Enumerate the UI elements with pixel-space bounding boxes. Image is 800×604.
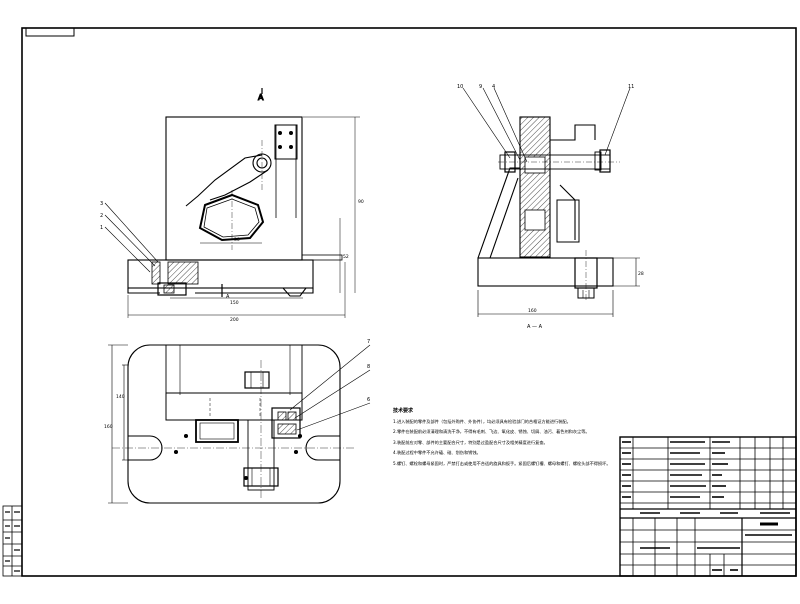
callout-3: 3 <box>100 201 103 207</box>
front-callouts <box>104 202 159 273</box>
margin-stamp-block <box>2 505 23 577</box>
front-dim-4: 90 <box>358 199 364 205</box>
side-dim-2: 28 <box>638 271 644 277</box>
side-dim-1: 160 <box>528 308 537 314</box>
notes-title: 技术要求 <box>393 408 414 414</box>
callout-4: 4 <box>492 84 495 90</box>
callout-2: 2 <box>100 213 103 219</box>
technical-requirements: 技术要求 1.进入装配的零件及部件（包括外购件、外协件），均必须具有检验部门的合… <box>393 406 618 470</box>
callout-6: 6 <box>367 397 370 403</box>
section-title: A — A <box>527 324 543 330</box>
note-item-5: 5.螺钉、螺栓和螺母紧固时，严禁打击或使用不合适的旋具和扳手。紧固后螺钉槽、螺母… <box>393 460 611 466</box>
callout-8: 8 <box>367 364 370 370</box>
note-item-1: 1.进入装配的零件及部件（包括外购件、外协件），均必须具有检验部门的合格证方能进… <box>393 418 571 424</box>
title-block-text <box>622 441 792 571</box>
note-item-4: 4.装配过程中零件不允许磕、碰、划伤和锈蚀。 <box>393 450 481 456</box>
note-item-2: 2.零件在装配前必须清理和清洗干净，不得有毛刺、飞边、氧化皮、锈蚀、切屑、油污、… <box>393 429 590 435</box>
view-a-label: A <box>226 294 230 300</box>
callout-7: 7 <box>367 339 370 345</box>
callout-9: 9 <box>479 84 482 90</box>
section-marker-label: A <box>258 93 264 102</box>
front-dim-5: 52 <box>343 254 349 260</box>
top-callouts <box>108 344 371 504</box>
front-view: A A <box>127 88 343 300</box>
side-section-view: A — A <box>477 116 620 330</box>
front-dim-2: 150 <box>230 300 239 306</box>
top-view <box>112 344 356 504</box>
callout-11: 11 <box>628 84 634 90</box>
title-block <box>619 436 797 577</box>
front-dimensions <box>127 116 360 318</box>
callout-10: 10 <box>457 84 463 90</box>
top-dim-2: 160 <box>104 424 113 430</box>
note-item-3: 3.装配前应对零、部件的主要配合尺寸，特别是过盈配合尺寸及相关精度进行复查。 <box>393 439 548 445</box>
front-dim-1: 30 <box>234 237 240 243</box>
top-dim-1: 140 <box>116 394 125 400</box>
sheet-frame <box>21 27 797 577</box>
front-dim-3: 200 <box>230 317 239 323</box>
callout-1: 1 <box>100 225 103 231</box>
side-callouts <box>462 87 640 317</box>
